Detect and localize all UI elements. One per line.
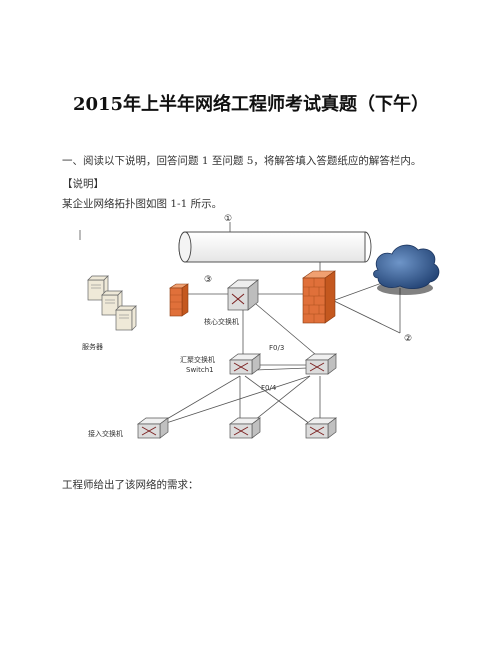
label-switch1: Switch1 bbox=[186, 366, 214, 374]
marker-1: ① bbox=[224, 214, 232, 224]
cloud-icon bbox=[373, 244, 440, 295]
marker-3: ③ bbox=[204, 275, 212, 285]
page-title: 2015年上半年网络工程师考试真题（下午） bbox=[72, 94, 430, 115]
network-topology-diagram: ① ② ③ 服务器 bbox=[60, 208, 460, 458]
marker-2: ② bbox=[404, 334, 412, 344]
requirements-intro: 工程师给出了该网络的需求： bbox=[62, 479, 199, 491]
label-port-f04: F0/4 bbox=[261, 384, 277, 392]
server-icon bbox=[87, 275, 137, 331]
label-access-switch: 接入交换机 bbox=[88, 429, 123, 438]
label-servers: 服务器 bbox=[82, 342, 103, 351]
firewall-icon bbox=[302, 270, 336, 324]
intro-text: 一、阅读以下说明，回答问题 1 至问题 5，将解答填入答题纸应的解答栏内。 bbox=[62, 155, 422, 167]
note-heading: 【说明】 bbox=[62, 178, 104, 190]
bus-cylinder bbox=[178, 231, 372, 263]
label-core-switch: 核心交换机 bbox=[204, 317, 239, 326]
access-switch-icon bbox=[304, 417, 338, 439]
links bbox=[79, 230, 401, 427]
label-aggregation-switch: 汇聚交换机 bbox=[180, 355, 215, 364]
aggregation-switch-icon bbox=[228, 353, 262, 375]
access-switch-icon bbox=[136, 417, 170, 439]
aggregation-switch-icon bbox=[304, 353, 338, 375]
access-switch-icon bbox=[228, 417, 262, 439]
firewall-icon bbox=[169, 283, 189, 317]
topology-svg: ① ② ③ 服务器 bbox=[79, 214, 440, 439]
core-switch-icon bbox=[227, 279, 259, 311]
figure-caption: 某企业网络拓扑图如图 1-1 所示。 bbox=[62, 198, 223, 210]
label-port-f03: F0/3 bbox=[269, 344, 284, 352]
